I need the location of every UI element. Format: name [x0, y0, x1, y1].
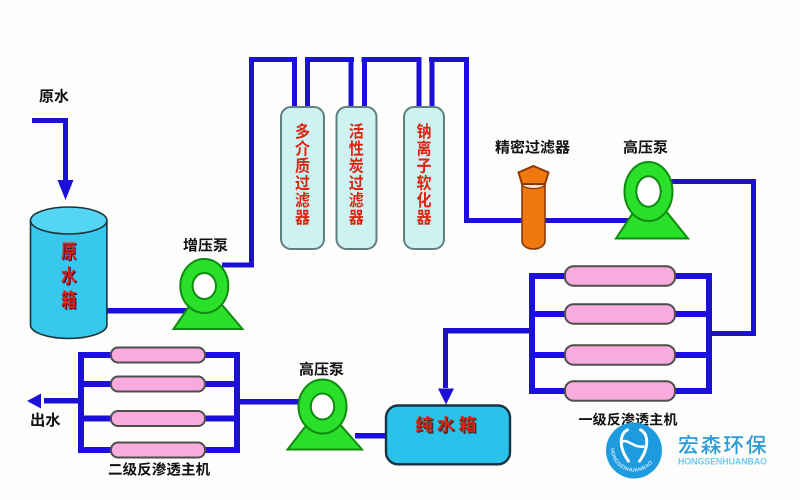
svg-text:HONGSENHUANBAO: HONGSENHUANBAO: [678, 456, 767, 467]
